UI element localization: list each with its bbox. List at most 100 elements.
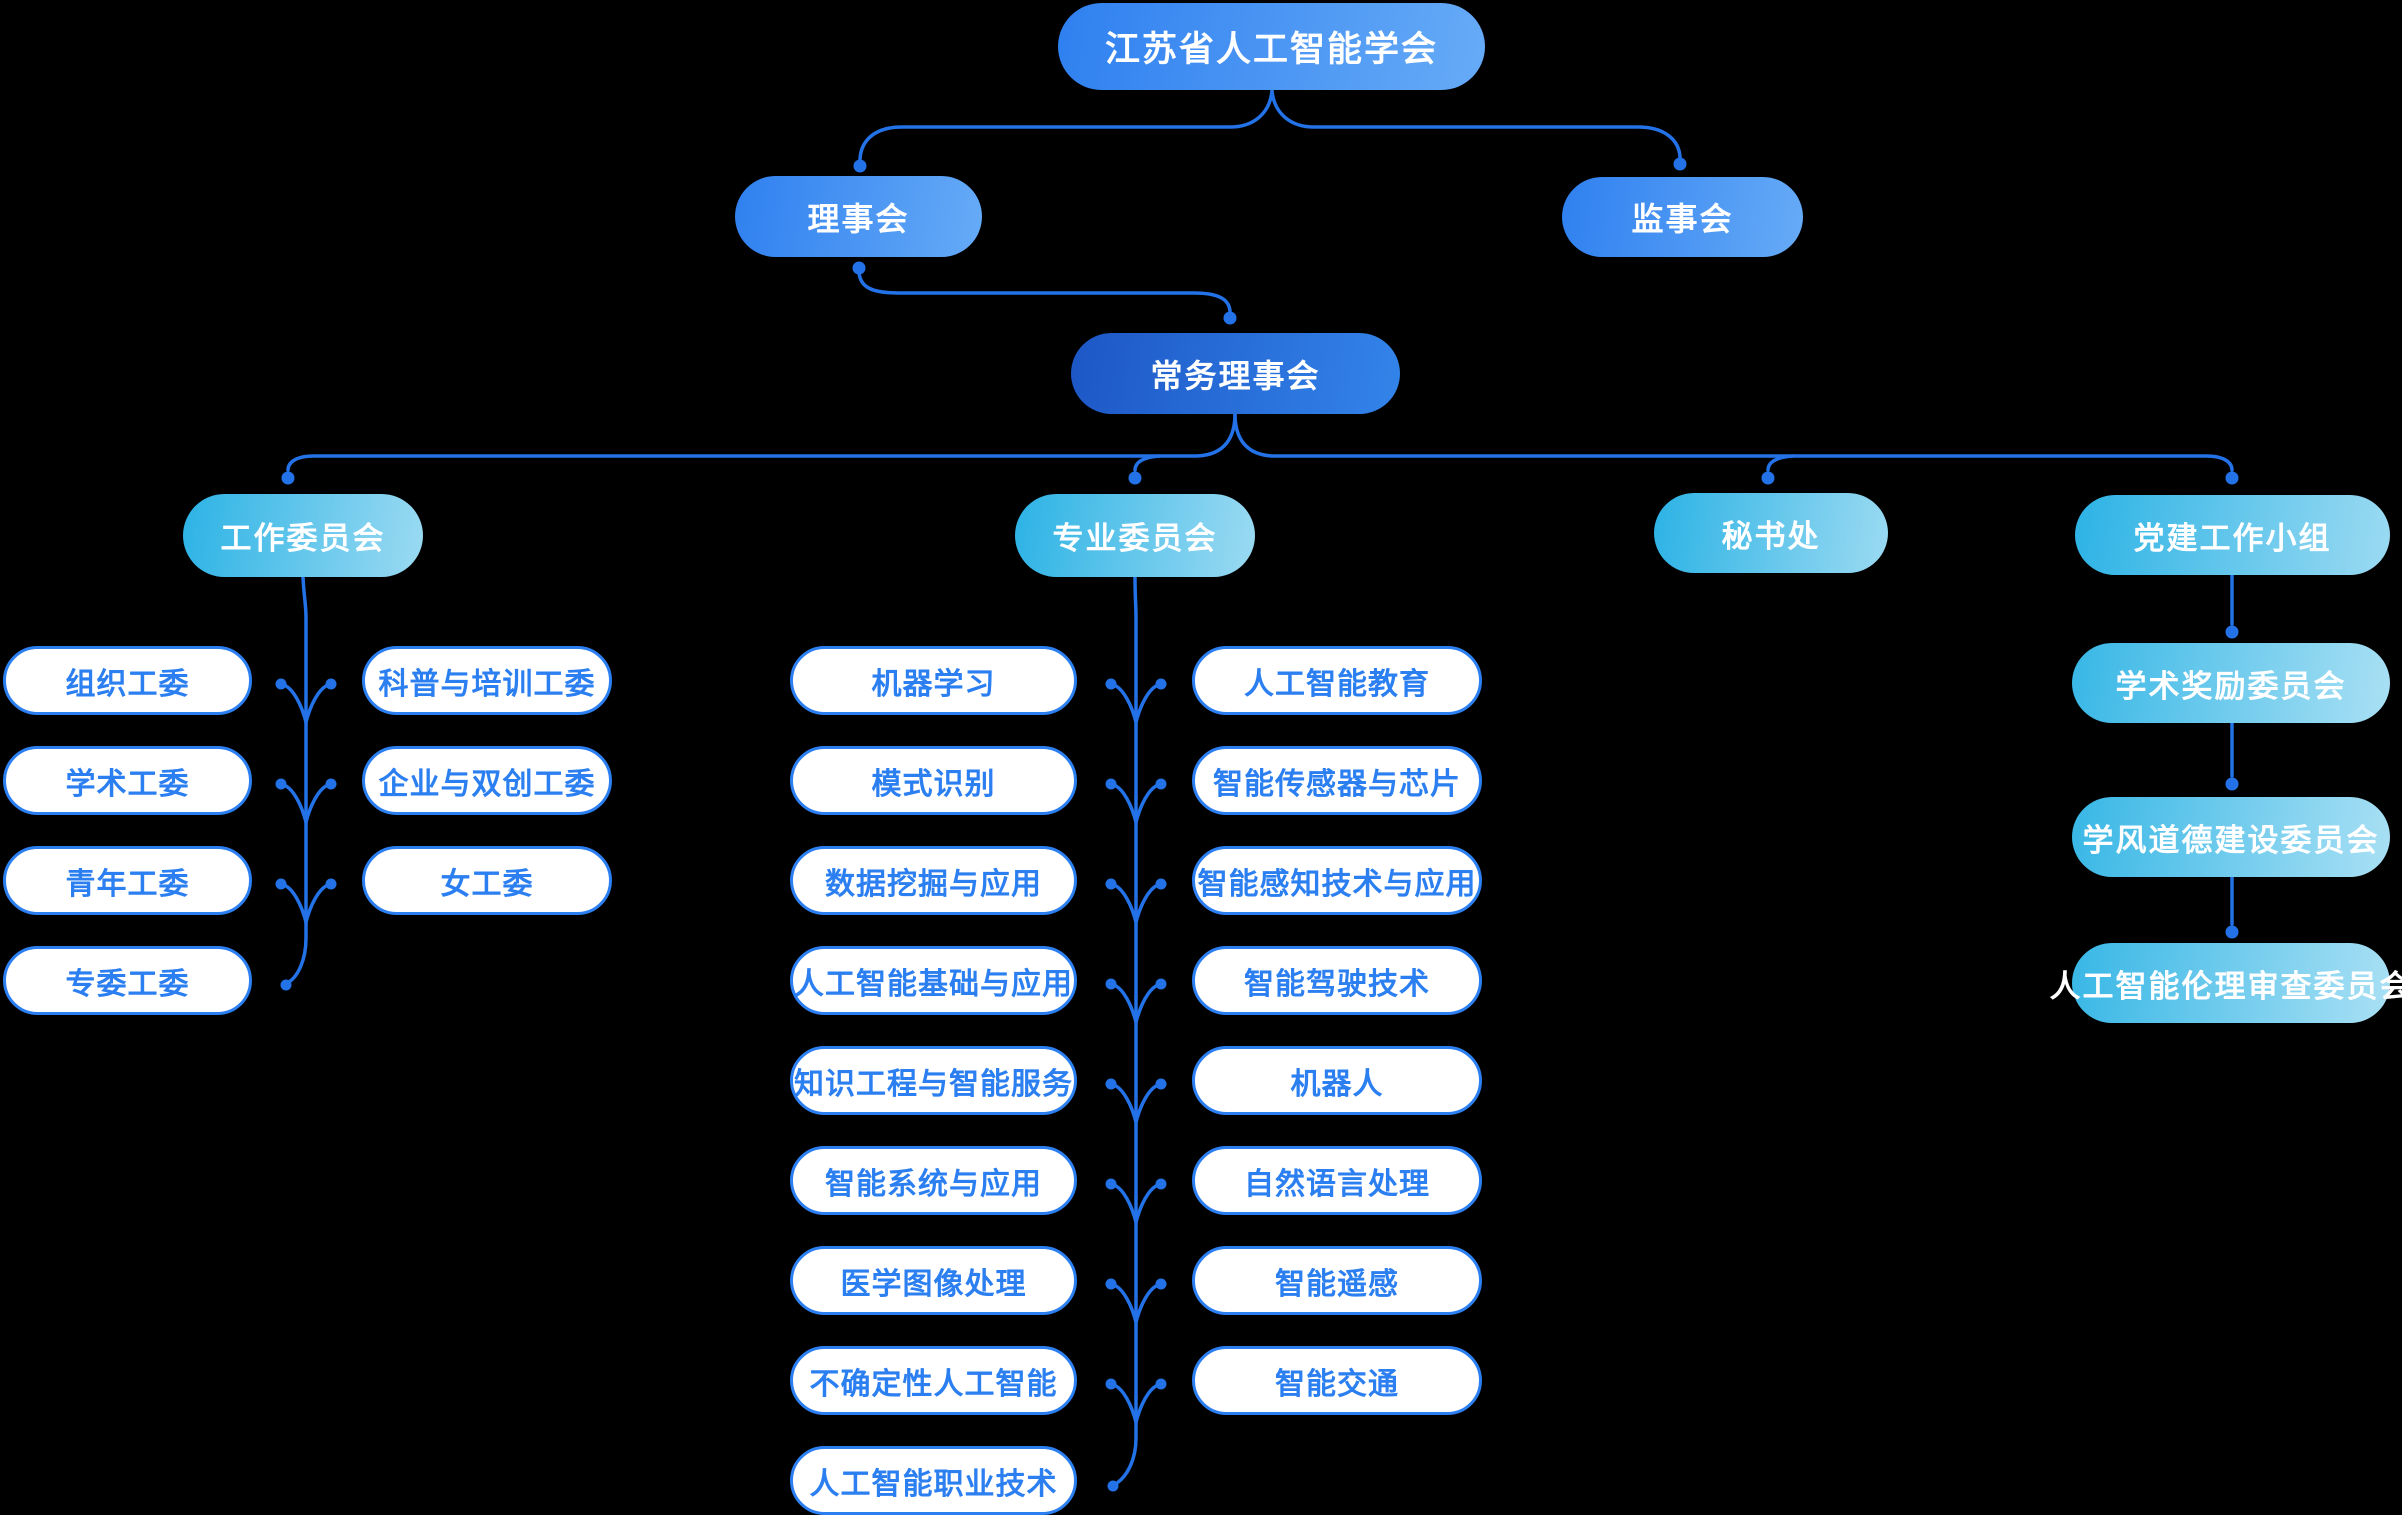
connector-dot [2225, 625, 2239, 639]
spine-work-committee [280, 575, 308, 991]
connector-dot [1105, 1178, 1117, 1190]
connector-dot [281, 471, 295, 485]
fishbone-branch [284, 784, 308, 824]
fishbone-branch [284, 684, 308, 724]
fishbone-branch [1114, 884, 1138, 924]
pill-prof-left: 人工智能职业技术 [790, 1446, 1077, 1515]
fishbone-branch [284, 884, 308, 924]
fishbone-branch [1134, 984, 1158, 1024]
pill-prof-right: 人工智能教育 [1192, 646, 1482, 715]
pill-prof-left: 智能系统与应用 [790, 1146, 1077, 1215]
connector-dot [1155, 1378, 1167, 1390]
fishbone-branch [1114, 784, 1138, 824]
pill-prof-left: 机器学习 [790, 646, 1077, 715]
pill-prof-right: 智能驾驶技术 [1192, 946, 1482, 1015]
fishbone-branch [1134, 1084, 1158, 1124]
node-work-committee: 工作委员会 [183, 494, 423, 577]
connector-dot [1105, 1278, 1117, 1290]
connector-dot [1155, 1278, 1167, 1290]
connector-standing-bus [281, 412, 2239, 485]
pill-work-left: 组织工委 [3, 646, 252, 715]
fishbone-branch [304, 884, 328, 924]
pill-prof-right: 机器人 [1192, 1046, 1482, 1115]
fishbone-branch [1114, 1384, 1138, 1424]
connector-dot [1223, 311, 1237, 325]
fishbone-branches [275, 678, 1167, 1424]
connector-dot [1155, 878, 1167, 890]
fishbone-branch [304, 684, 328, 724]
pill-prof-right: 智能交通 [1192, 1346, 1482, 1415]
connector-dot [1107, 1480, 1119, 1492]
connector-dot [1673, 157, 1687, 171]
connector-dot [852, 261, 866, 275]
node-council: 理事会 [735, 176, 982, 257]
connector-dot [1155, 778, 1167, 790]
pill-prof-right: 智能传感器与芯片 [1192, 746, 1482, 815]
fishbone-branch [1134, 1384, 1158, 1424]
pill-prof-right: 智能遥感 [1192, 1246, 1482, 1315]
fishbone-branch [1134, 1284, 1158, 1324]
connector-dot [325, 878, 337, 890]
connector-dot [1128, 471, 1142, 485]
pill-work-left: 青年工委 [3, 846, 252, 915]
pill-prof-left: 知识工程与智能服务 [790, 1046, 1077, 1115]
fishbone-branch [1134, 884, 1158, 924]
pill-prof-left: 人工智能基础与应用 [790, 946, 1077, 1015]
node-professional-committee: 专业委员会 [1015, 494, 1255, 577]
pill-work-left: 学术工委 [3, 746, 252, 815]
connector-dot [1105, 1378, 1117, 1390]
connector-dot [1105, 978, 1117, 990]
node-ai-ethics-review-committee: 人工智能伦理审查委员会 [2050, 943, 2402, 1023]
node-academic-award-committee: 学术奖励委员会 [2072, 643, 2390, 723]
connector-dot [275, 878, 287, 890]
pill-work-right: 企业与双创工委 [362, 746, 612, 815]
pill-work-right: 科普与培训工委 [362, 646, 612, 715]
connector-dot [2225, 925, 2239, 939]
connector-root-to-level2 [853, 89, 1687, 173]
connector-dot [1105, 778, 1117, 790]
fishbone-branch [1114, 1184, 1138, 1224]
node-supervisory-board: 监事会 [1562, 177, 1803, 257]
connector-dot [1155, 678, 1167, 690]
connector-council-to-standing [852, 261, 1237, 325]
connector-dot [2225, 471, 2239, 485]
connector-dot [325, 678, 337, 690]
fishbone-branch [1134, 784, 1158, 824]
node-academic-ethics-committee: 学风道德建设委员会 [2072, 797, 2390, 877]
pill-prof-left: 模式识别 [790, 746, 1077, 815]
connector-dot [1155, 978, 1167, 990]
pill-prof-left: 不确定性人工智能 [790, 1346, 1077, 1415]
connector-dot [325, 778, 337, 790]
fishbone-branch [1114, 984, 1138, 1024]
connector-dot [1155, 1078, 1167, 1090]
connector-dot [275, 778, 287, 790]
connector-dot [853, 159, 867, 173]
pill-work-left: 专委工委 [3, 946, 252, 1015]
pill-prof-left: 数据挖掘与应用 [790, 846, 1077, 915]
pill-work-right: 女工委 [362, 846, 612, 915]
node-party-building-group: 党建工作小组 [2075, 495, 2390, 575]
pill-prof-right: 智能感知技术与应用 [1192, 846, 1482, 915]
connector-dot [275, 678, 287, 690]
connector-dot [280, 979, 292, 991]
fishbone-branch [1134, 684, 1158, 724]
connector-dot [1105, 678, 1117, 690]
connector-party-column [2225, 573, 2239, 939]
fishbone-branch [1114, 1284, 1138, 1324]
spine-professional-committee [1107, 575, 1138, 1492]
pill-prof-right: 自然语言处理 [1192, 1146, 1482, 1215]
fishbone-branch [1134, 1184, 1158, 1224]
connector-dot [1155, 1178, 1167, 1190]
fishbone-branch [1114, 1084, 1138, 1124]
connector-dot [1105, 878, 1117, 890]
node-root: 江苏省人工智能学会 [1058, 3, 1485, 90]
connector-dot [2225, 777, 2239, 791]
fishbone-branch [1114, 684, 1138, 724]
node-standing-council: 常务理事会 [1071, 333, 1400, 414]
node-secretariat: 秘书处 [1654, 493, 1888, 573]
connector-dot [1761, 471, 1775, 485]
pill-prof-left: 医学图像处理 [790, 1246, 1077, 1315]
fishbone-branch [304, 784, 328, 824]
